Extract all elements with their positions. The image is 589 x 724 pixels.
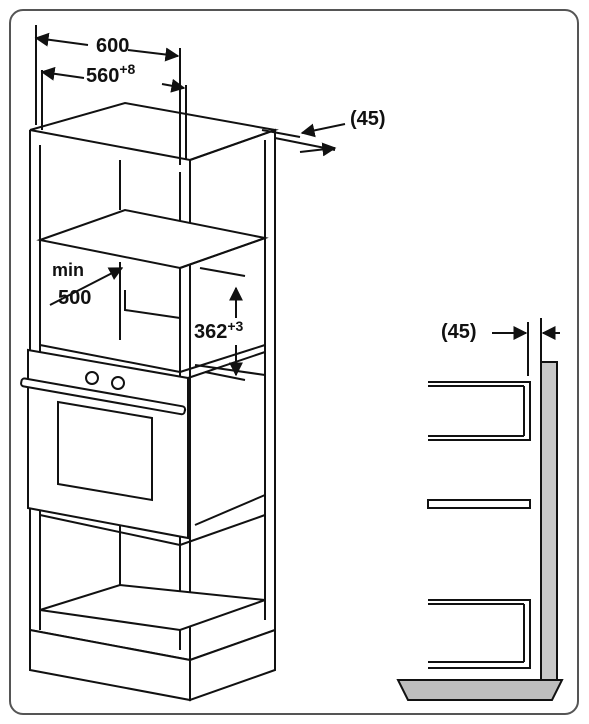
side-section-view	[396, 318, 564, 701]
min-depth-label: 500	[58, 287, 91, 309]
width-total-label: 600	[96, 35, 129, 57]
width-inner-label: 560+8	[86, 61, 136, 87]
min-label: min	[52, 260, 84, 280]
niche-height-label: 362+3	[194, 318, 244, 343]
dimension-lines	[34, 25, 346, 381]
rear-gap-top-label: (45)	[350, 108, 386, 130]
drawing-frame	[9, 9, 579, 715]
rear-gap-side-label: (45)	[441, 321, 477, 343]
tall-cabinet	[20, 101, 279, 702]
